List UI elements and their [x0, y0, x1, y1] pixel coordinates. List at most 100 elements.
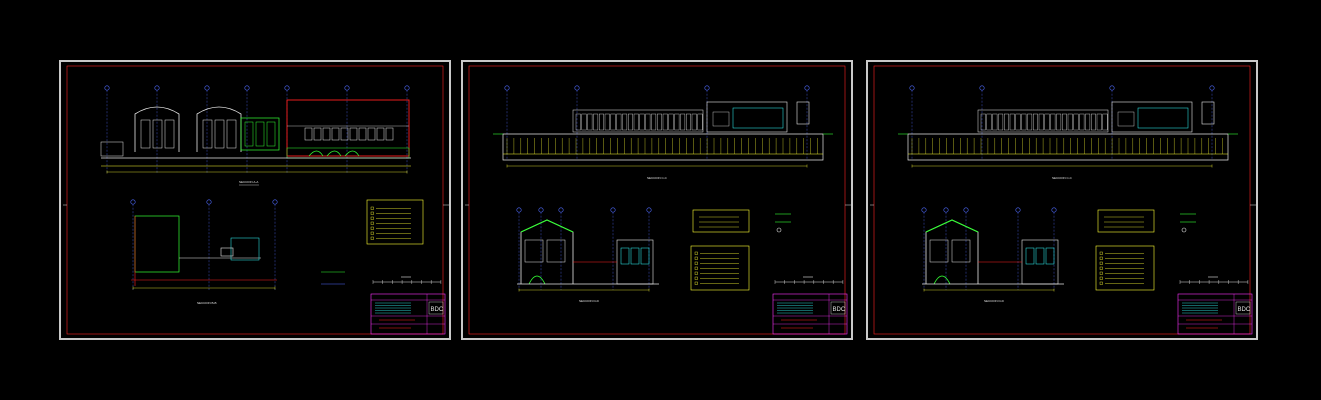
transformer-1-coil: [152, 119, 163, 149]
roof-insulation: [925, 219, 979, 233]
switchgear-front: [524, 239, 544, 263]
control-console: [732, 107, 784, 129]
legend-symbol: [370, 236, 374, 240]
panel-cabinet: [998, 113, 1004, 131]
panel-cabinet: [627, 113, 633, 131]
room-cabinet: [640, 247, 650, 265]
legend-symbol: [370, 221, 374, 225]
section-title-top: SECCION A-A: [239, 180, 258, 184]
switchgear-cell: [376, 127, 385, 141]
panel-cabinet: [622, 113, 628, 131]
control-desk: [712, 111, 730, 127]
stair-tower: [1201, 101, 1215, 125]
legend-symbol: [694, 281, 698, 285]
roof-insulation: [520, 219, 574, 233]
panel-cabinet: [633, 113, 639, 131]
grid-bubble: [1015, 207, 1021, 213]
grid-bubble: [574, 85, 580, 91]
switchgear-cell: [385, 127, 394, 141]
grid-bubble: [516, 207, 522, 213]
legend-symbol: [1099, 261, 1103, 265]
switchgear-cell: [331, 127, 340, 141]
panel-cabinet: [1079, 113, 1085, 131]
grid-bubble: [943, 207, 949, 213]
grid-bubble: [558, 207, 564, 213]
cable-run: [308, 150, 360, 157]
switchgear-cell: [304, 127, 313, 141]
panel-cabinet: [668, 113, 674, 131]
grid-bubble: [979, 85, 985, 91]
cable-basement: [907, 133, 1229, 161]
legend-symbol: [694, 276, 698, 280]
panel-cabinet: [674, 113, 680, 131]
legend-box-2: [690, 245, 750, 291]
grid-bubble: [284, 85, 290, 91]
switchgear-front: [546, 239, 566, 263]
panel-cabinet: [1015, 113, 1021, 131]
legend-symbol: [1099, 271, 1103, 275]
switchgear-front: [929, 239, 949, 263]
transformer-3-coil: [244, 121, 254, 147]
transformer-2-enclosure: [196, 106, 242, 152]
switchgear-cell: [358, 127, 367, 141]
stair-tower: [796, 101, 810, 125]
grid-bubble: [1051, 207, 1057, 213]
control-room: [1111, 101, 1193, 133]
switchgear-cell: [322, 127, 331, 141]
room-cabinet: [1025, 247, 1035, 265]
panel-cabinet: [604, 113, 610, 131]
grid-bubble: [610, 207, 616, 213]
panel-cabinet: [1073, 113, 1079, 131]
room-cabinet: [620, 247, 630, 265]
panel-cabinet: [1032, 113, 1038, 131]
legend-symbol: [1099, 256, 1103, 260]
cable-bend: [933, 275, 951, 285]
legend-symbol: [370, 206, 374, 210]
inner-border: [66, 65, 444, 335]
transformer-2-coil: [226, 119, 237, 149]
switchgear-cell: [340, 127, 349, 141]
control-box: [100, 141, 124, 157]
legend-symbol: [1099, 251, 1103, 255]
grid-bubble: [404, 85, 410, 91]
inner-border: [468, 65, 846, 335]
panel-cabinet: [1061, 113, 1067, 131]
transformer-1-coil: [140, 119, 151, 149]
panel-cabinet: [651, 113, 657, 131]
transformer-2-coil: [214, 119, 225, 149]
grid-bubble: [704, 85, 710, 91]
cable-bend: [528, 275, 546, 285]
grid-bubble: [204, 85, 210, 91]
panel-gallery: [572, 109, 704, 133]
small-legend-symbol: [1181, 227, 1187, 233]
panel-cabinet: [645, 113, 651, 131]
panel-cabinet: [992, 113, 998, 131]
grid-bubble: [206, 199, 212, 205]
transformer-2-coil: [202, 119, 213, 149]
panel-cabinet: [1003, 113, 1009, 131]
company-logo: BDC: [1238, 307, 1251, 313]
panel-cabinet: [1038, 113, 1044, 131]
transformer-3-coil: [266, 121, 276, 147]
control-desk: [1117, 111, 1135, 127]
logo-box: [1235, 301, 1251, 315]
panel-cabinet: [1102, 113, 1108, 131]
legend-box-2: [1095, 245, 1155, 291]
switchgear-cell: [349, 127, 358, 141]
grid-bubble: [104, 85, 110, 91]
company-logo: BDC: [833, 307, 846, 313]
grid-bubble: [1209, 85, 1215, 91]
title-block: [772, 293, 848, 335]
grid-bubble: [1109, 85, 1115, 91]
plan-room-2: [230, 237, 260, 261]
transformer-1-enclosure: [134, 106, 180, 152]
panel-cabinet: [593, 113, 599, 131]
panel-cabinet: [685, 113, 691, 131]
panel-cabinet: [639, 113, 645, 131]
